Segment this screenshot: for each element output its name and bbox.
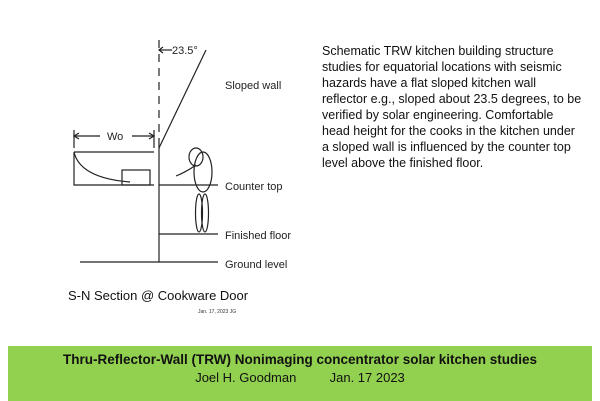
banner-author: Joel H. Goodman	[195, 370, 297, 385]
counter-top-label: Counter top	[225, 181, 282, 193]
finished-floor-label: Finished floor	[225, 230, 291, 242]
sloped-wall-line	[158, 49, 207, 149]
sloped-wall-label: Sloped wall	[225, 80, 281, 92]
banner-date: Jan. 17 2023	[329, 370, 405, 385]
section-diagram: 23.5° Wo Sloped wall Counter top Finishe…	[68, 40, 291, 315]
description-text: Schematic TRW kitchen building structure…	[322, 44, 582, 170]
banner-title: Thru-Reflector-Wall (TRW) Nonimaging con…	[62, 352, 538, 367]
cook-arm	[175, 164, 197, 177]
cook-body	[193, 151, 213, 193]
title-banner: Thru-Reflector-Wall (TRW) Nonimaging con…	[8, 346, 592, 401]
cook-leg-left	[194, 193, 204, 233]
cookware-box	[121, 169, 151, 186]
reflector-trough	[73, 151, 154, 186]
wo-arrow-right	[148, 132, 156, 140]
wo-arrow-left	[72, 132, 80, 140]
cook-leg-right	[200, 193, 210, 233]
sketch-date: Jan. 17, 2023 JG	[198, 309, 236, 315]
section-caption: S-N Section @ Cookware Door	[68, 288, 249, 303]
ground-level-label: Ground level	[225, 259, 287, 271]
cook-head	[188, 147, 204, 167]
banner-byline: Joel H. Goodman Jan. 17 2023	[8, 370, 592, 385]
angle-arrow-left	[158, 46, 164, 54]
angle-label: 23.5°	[172, 45, 198, 57]
wo-label: Wo	[107, 131, 123, 143]
